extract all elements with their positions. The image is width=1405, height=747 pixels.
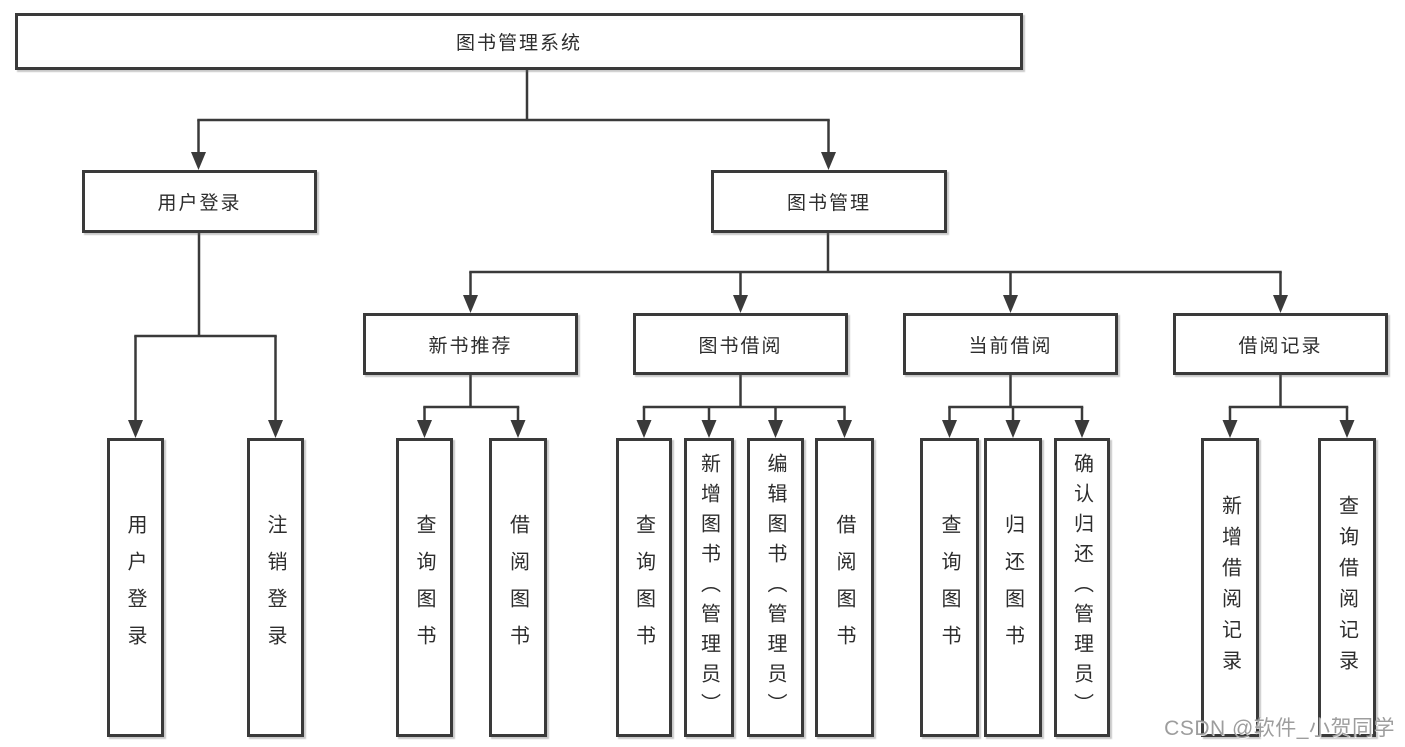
leaf-add-book-admin: 新增图书（管理员）	[684, 438, 734, 737]
node-book-management: 图书管理	[711, 170, 947, 233]
leaf-query-books-recommend: 查询图书	[396, 438, 453, 737]
leaf-add-borrow-record: 新增借阅记录	[1201, 438, 1259, 737]
node-library-system: 图书管理系统	[15, 13, 1023, 70]
node-current-borrowing: 当前借阅	[903, 313, 1118, 375]
leaf-query-borrow-record: 查询借阅记录	[1318, 438, 1376, 737]
watermark: CSDN @软件_小贺同学	[1164, 717, 1395, 740]
leaf-user-login: 用户登录	[107, 438, 164, 737]
leaf-confirm-return-admin: 确认归还（管理员）	[1054, 438, 1110, 737]
leaf-return-books: 归还图书	[984, 438, 1042, 737]
node-book-borrowing: 图书借阅	[633, 313, 848, 375]
leaf-edit-book-admin: 编辑图书（管理员）	[747, 438, 804, 737]
leaf-borrow-books-borrowing: 借阅图书	[815, 438, 874, 737]
leaf-borrow-books-recommend: 借阅图书	[489, 438, 547, 737]
node-user-login: 用户登录	[82, 170, 317, 233]
leaf-query-books-current: 查询图书	[920, 438, 979, 737]
node-new-book-recommend: 新书推荐	[363, 313, 578, 375]
leaf-logout: 注销登录	[247, 438, 304, 737]
node-borrow-records: 借阅记录	[1173, 313, 1388, 375]
leaf-query-books-borrowing: 查询图书	[616, 438, 672, 737]
